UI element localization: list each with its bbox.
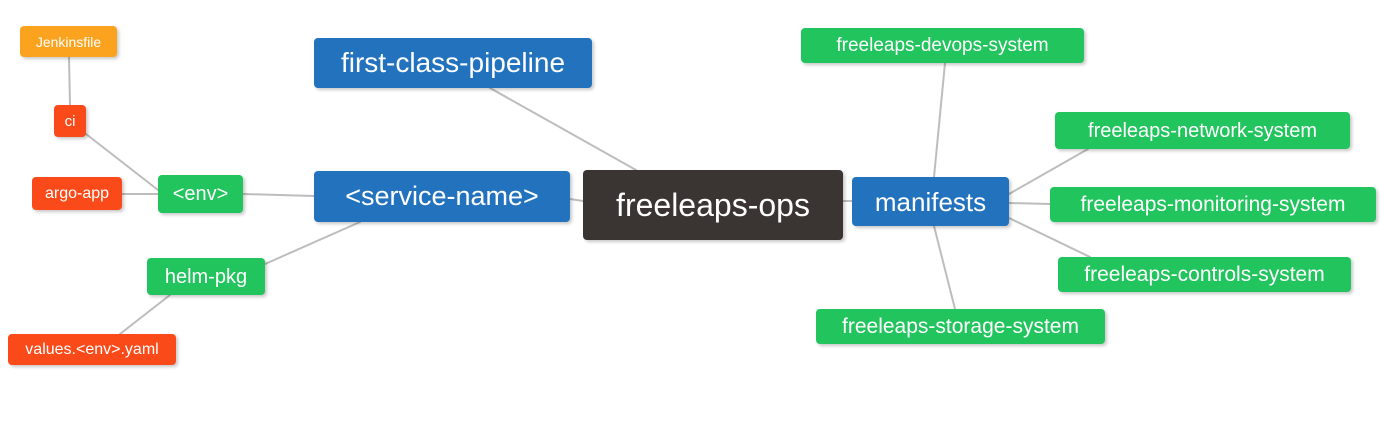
node-values-yaml[interactable]: values.<env>.yaml (8, 334, 176, 365)
edge-service-name-to-helm-pkg (264, 221, 361, 265)
edge-manifests-to-monitoring-system (1008, 202, 1051, 205)
edge-manifests-to-storage-system (933, 225, 956, 310)
node-devops-system[interactable]: freeleaps-devops-system (801, 28, 1084, 63)
node-env[interactable]: <env> (158, 175, 243, 213)
node-first-class-pipeline[interactable]: first-class-pipeline (314, 38, 592, 88)
edge-env-to-service-name (242, 193, 315, 197)
node-monitoring-system[interactable]: freeleaps-monitoring-system (1050, 187, 1376, 222)
node-argo-app[interactable]: argo-app (32, 177, 122, 210)
node-freeleaps-ops[interactable]: freeleaps-ops (583, 170, 843, 240)
edge-manifests-to-controls-system (1008, 217, 1091, 258)
node-storage-system[interactable]: freeleaps-storage-system (816, 309, 1105, 344)
edge-jenkinsfile-to-ci (68, 56, 71, 106)
edge-manifests-to-devops-system (933, 62, 946, 178)
node-manifests[interactable]: manifests (852, 177, 1009, 226)
node-controls-system[interactable]: freeleaps-controls-system (1058, 257, 1351, 292)
node-helm-pkg[interactable]: helm-pkg (147, 258, 265, 295)
edge-service-name-to-freeleaps-ops (569, 198, 584, 202)
node-network-system[interactable]: freeleaps-network-system (1055, 112, 1350, 149)
node-service-name[interactable]: <service-name> (314, 171, 570, 222)
edge-first-class-pipeline-to-freeleaps-ops (489, 87, 637, 171)
node-jenkinsfile[interactable]: Jenkinsfile (20, 26, 117, 57)
edge-helm-pkg-to-values-yaml (119, 294, 171, 335)
node-ci[interactable]: ci (54, 105, 86, 137)
